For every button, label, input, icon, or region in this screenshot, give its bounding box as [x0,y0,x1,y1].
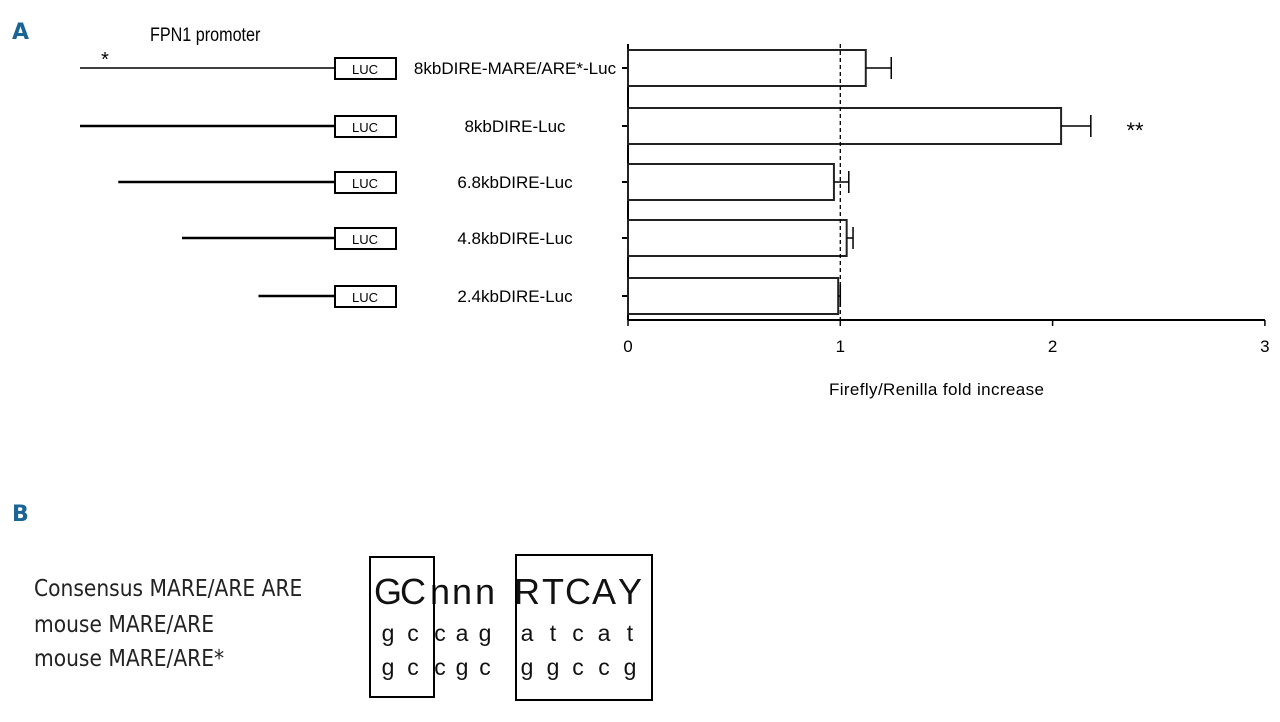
sequence-letter: A [592,571,616,612]
luc-box [334,285,397,308]
x-tick-label: 3 [1260,337,1269,356]
sequence-letter: a [598,620,611,646]
sequence-letter: g [547,654,560,680]
luc-label: LUC [352,120,378,135]
sequence-letter: g [624,654,637,680]
category-label: 2.4kbDIRE-Luc [457,287,573,306]
sequence-letter: T [542,571,564,612]
sequence-letter: g [382,620,395,646]
sequence-letter: a [456,620,469,646]
category-label: 8kbDIRE-MARE/ARE*-Luc [414,59,617,78]
sequence-letter: c [407,654,419,680]
rtcay-box [515,554,653,701]
luc-label: LUC [352,62,378,77]
bar [627,163,835,201]
sequence-letter: g [456,654,469,680]
bar [627,49,867,87]
luc-box [334,227,397,250]
sequence-letter: n [430,571,450,612]
sequence-letter: c [434,654,446,680]
luc-box [334,171,397,194]
sequence-letter: n [475,571,495,612]
category-label: 4.8kbDIRE-Luc [457,229,573,248]
x-tick-label: 0 [623,337,632,356]
sequence-letter: c [434,620,446,646]
seq-row-label: mouse MARE/ARE* [34,646,225,672]
category-label: 6.8kbDIRE-Luc [457,173,573,192]
panel-label-a: A [12,20,30,45]
panel-label-b: B [12,502,29,527]
sequence-letter: a [521,620,534,646]
bar [627,107,1063,145]
sequence-letter: c [572,620,584,646]
luc-label: LUC [352,232,378,247]
sequence-letter: g [479,620,492,646]
sequence-letter: C [400,571,426,612]
x-tick-label: 2 [1048,337,1057,356]
sequence-letter: C [565,571,591,612]
x-axis-label: Firefly/Renilla fold increase [829,380,1044,399]
sequence-letter: c [479,654,491,680]
luc-label: LUC [352,176,378,191]
sequence-letter: n [452,571,472,612]
significance-marker: ** [1126,118,1144,143]
seq-row-label: mouse MARE/ARE [34,612,215,638]
bar [627,219,848,257]
sequence-letter: c [407,620,419,646]
mutation-marker: * [101,49,109,71]
sequence-letter: G [374,571,402,612]
luc-box [334,57,397,80]
category-label: 8kbDIRE-Luc [464,117,566,136]
sequence-letter: t [627,620,634,646]
seq-row-label: Consensus MARE/ARE ARE [34,576,303,602]
sequence-letter: c [598,654,610,680]
sequence-letter: R [514,571,540,612]
sequence-letter: g [521,654,534,680]
sequence-letter: t [550,620,557,646]
luc-box [334,115,397,138]
sequence-letter: g [382,654,395,680]
bar [627,277,840,315]
gc-box [369,556,435,698]
sequence-letter: c [572,654,584,680]
x-tick-label: 1 [836,337,845,356]
construct-title: FPN1 promoter [150,25,261,46]
sequence-letter: Y [618,571,642,612]
luc-label: LUC [352,290,378,305]
